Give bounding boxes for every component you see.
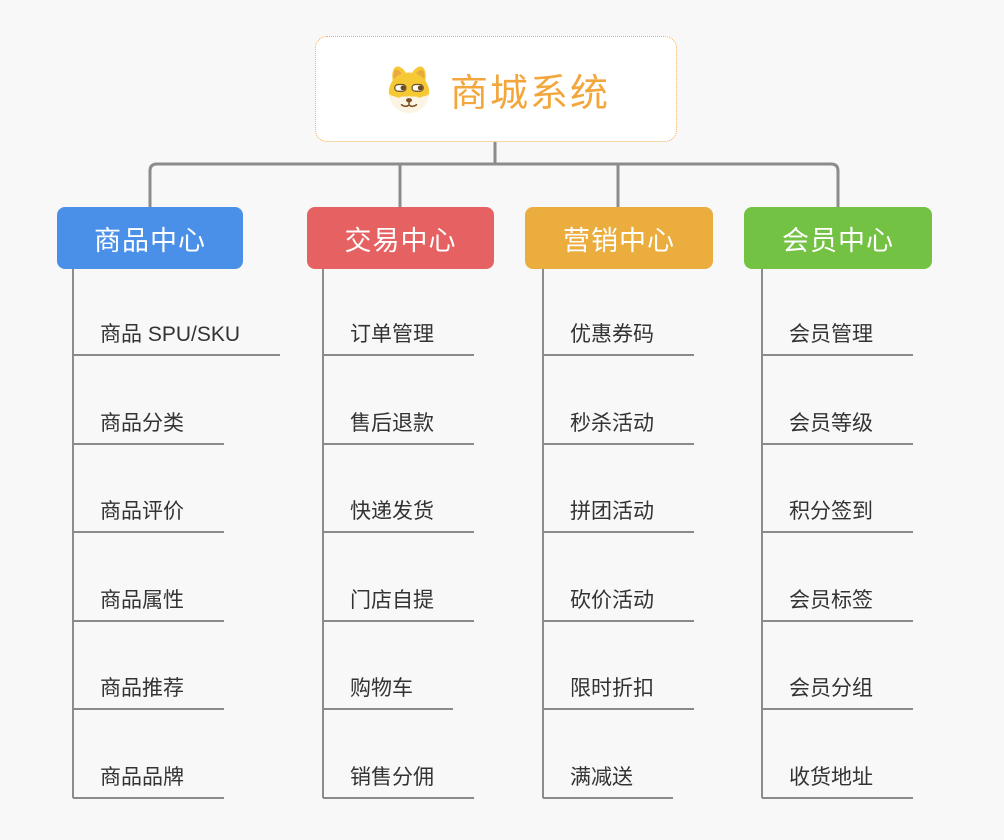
leaf-label: 秒杀活动 [570, 412, 654, 435]
leaf-node[interactable]: 商品分类 [73, 405, 224, 445]
leaf-node[interactable]: 购物车 [323, 670, 453, 710]
leaf-node[interactable]: 门店自提 [323, 582, 474, 622]
leaf-label: 拼团活动 [570, 500, 654, 523]
branch-header-marketing-center[interactable]: 营销中心 [525, 207, 713, 269]
leaf-node[interactable]: 收货地址 [762, 759, 913, 799]
leaf-node[interactable]: 快递发货 [323, 493, 474, 533]
leaf-node[interactable]: 秒杀活动 [543, 405, 694, 445]
leaf-label: 销售分佣 [350, 766, 434, 789]
leaf-node[interactable]: 砍价活动 [543, 582, 694, 622]
leaf-node[interactable]: 会员分组 [762, 670, 913, 710]
branch-label: 会员中心 [782, 225, 894, 256]
leaf-node[interactable]: 会员等级 [762, 405, 913, 445]
leaf-label: 限时折扣 [570, 677, 654, 700]
leaf-label: 商品属性 [100, 589, 184, 612]
leaf-node[interactable]: 售后退款 [323, 405, 474, 445]
leaf-node[interactable]: 商品品牌 [73, 759, 224, 799]
leaf-node[interactable]: 会员标签 [762, 582, 913, 622]
leaf-label: 会员管理 [789, 323, 873, 346]
leaf-label: 满减送 [570, 766, 633, 789]
leaf-label: 快递发货 [350, 500, 434, 523]
branch-header-trade-center[interactable]: 交易中心 [307, 207, 494, 269]
leaf-node[interactable]: 积分签到 [762, 493, 913, 533]
leaf-label: 会员分组 [789, 677, 873, 700]
leaf-label: 商品评价 [100, 500, 184, 523]
leaf-label: 购物车 [350, 677, 413, 700]
leaf-label: 商品 SPU/SKU [100, 323, 241, 346]
leaf-node[interactable]: 限时折扣 [543, 670, 694, 710]
leaf-node[interactable]: 商品 SPU/SKU [73, 316, 281, 356]
leaf-label: 积分签到 [789, 500, 873, 523]
root-node[interactable]: 商城系统 [315, 36, 677, 142]
leaf-node[interactable]: 商品属性 [73, 582, 224, 622]
leaf-node[interactable]: 拼团活动 [543, 493, 694, 533]
leaf-node[interactable]: 商品评价 [73, 493, 224, 533]
leaf-label: 商品品牌 [100, 766, 184, 789]
branch-label: 营销中心 [563, 225, 675, 256]
leaf-label: 砍价活动 [570, 589, 654, 612]
branch-label: 交易中心 [344, 225, 457, 256]
leaf-node[interactable]: 优惠券码 [543, 316, 694, 356]
leaf-label: 收货地址 [789, 766, 873, 789]
root-label: 商城系统 [449, 72, 610, 115]
leaf-label: 门店自提 [350, 589, 434, 612]
leaf-node[interactable]: 会员管理 [762, 316, 913, 356]
leaf-label: 商品推荐 [100, 677, 184, 700]
branch-header-product-center[interactable]: 商品中心 [57, 207, 243, 269]
leaf-label: 售后退款 [350, 412, 434, 435]
leaf-label: 会员等级 [789, 412, 873, 435]
leaf-node[interactable]: 商品推荐 [73, 670, 224, 710]
leaf-node[interactable]: 满减送 [543, 759, 673, 799]
leaf-label: 订单管理 [350, 323, 434, 346]
shiba-dog-icon [388, 66, 430, 113]
branch-header-member-center[interactable]: 会员中心 [744, 207, 932, 269]
branch-label: 商品中心 [94, 225, 206, 256]
leaf-label: 优惠券码 [570, 323, 654, 346]
leaf-node[interactable]: 订单管理 [323, 316, 474, 356]
leaf-node[interactable]: 销售分佣 [323, 759, 474, 799]
leaf-label: 商品分类 [100, 412, 184, 435]
root-branch-connectors [148, 139, 840, 209]
leaf-label: 会员标签 [789, 589, 873, 612]
